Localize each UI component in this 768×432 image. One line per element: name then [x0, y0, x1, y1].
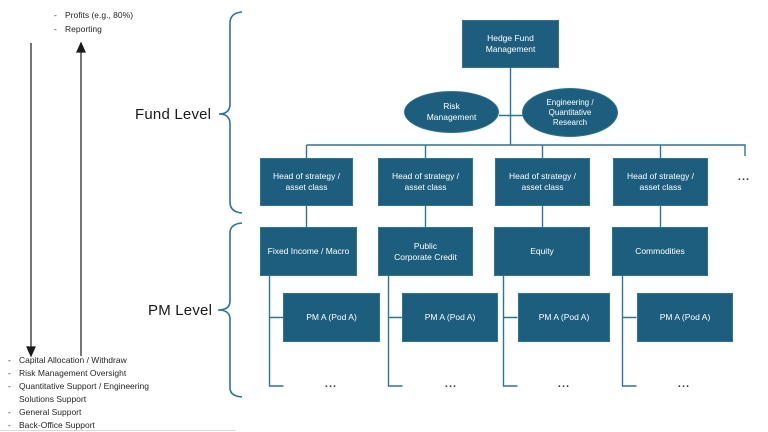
bullet-item: Capital Allocation / Withdraw: [6, 354, 174, 367]
node-strategy-equity: Equity: [494, 227, 590, 276]
bullet-item: Risk Management Oversight: [6, 367, 174, 380]
pm-level-label: PM Level: [148, 302, 213, 319]
pod-rail-2: [387, 276, 403, 387]
divider: [0, 430, 236, 431]
fund-level-brace: [218, 11, 243, 214]
upward-flow-bullet-list: Profits (e.g., 80%)Reporting: [52, 8, 202, 36]
upward-arrowhead-icon: [76, 41, 86, 53]
pm-level-brace: [217, 222, 243, 398]
more-strategies-ellipsis: ...: [737, 171, 751, 183]
downward-arrowhead-icon: [26, 346, 36, 358]
node-pod-4: PM A (Pod A): [637, 293, 733, 342]
node-head-of-strategy-2: Head of strategy / asset class: [378, 158, 473, 206]
node-head-of-strategy-4: Head of strategy / asset class: [613, 158, 708, 206]
node-strategy-commodities: Commodities: [612, 227, 708, 276]
pod-rail-1: [268, 276, 284, 387]
more-pods-ellipsis-3: ...: [557, 378, 571, 390]
node-engineering-quant-research: Engineering / Quantitative Research: [522, 88, 618, 137]
node-pod-3: PM A (Pod A): [518, 293, 610, 342]
node-head-of-strategy-1: Head of strategy / asset class: [260, 158, 353, 206]
fund-level-label: Fund Level: [135, 106, 212, 123]
node-strategy-fixed-income-macro: Fixed Income / Macro: [260, 227, 357, 276]
bullet-item: Back-Office Support: [6, 419, 174, 432]
node-pod-1: PM A (Pod A): [283, 293, 380, 342]
bullet-item: Profits (e.g., 80%): [52, 8, 202, 22]
node-pod-2: PM A (Pod A): [402, 293, 498, 342]
main-horizontal-connector: [306, 144, 746, 156]
more-pods-ellipsis-2: ...: [444, 378, 458, 390]
pod-rail-3: [502, 276, 518, 387]
pod-rail-4: [621, 276, 637, 387]
bullet-item: General Support: [6, 406, 174, 419]
node-risk-management: Risk Management: [404, 91, 499, 133]
more-pods-ellipsis-1: ...: [324, 378, 338, 390]
node-hedge-fund-management: Hedge Fund Management: [462, 20, 559, 68]
node-head-of-strategy-3: Head of strategy / asset class: [495, 158, 590, 206]
node-strategy-public-corporate-credit: Public Corporate Credit: [378, 227, 473, 276]
more-pods-ellipsis-4: ...: [677, 378, 691, 390]
bullet-item: Quantitative Support / Engineering Solut…: [6, 380, 174, 406]
bullet-item: Reporting: [52, 22, 202, 36]
downward-flow-bullet-list: Capital Allocation / WithdrawRisk Manage…: [6, 354, 174, 432]
